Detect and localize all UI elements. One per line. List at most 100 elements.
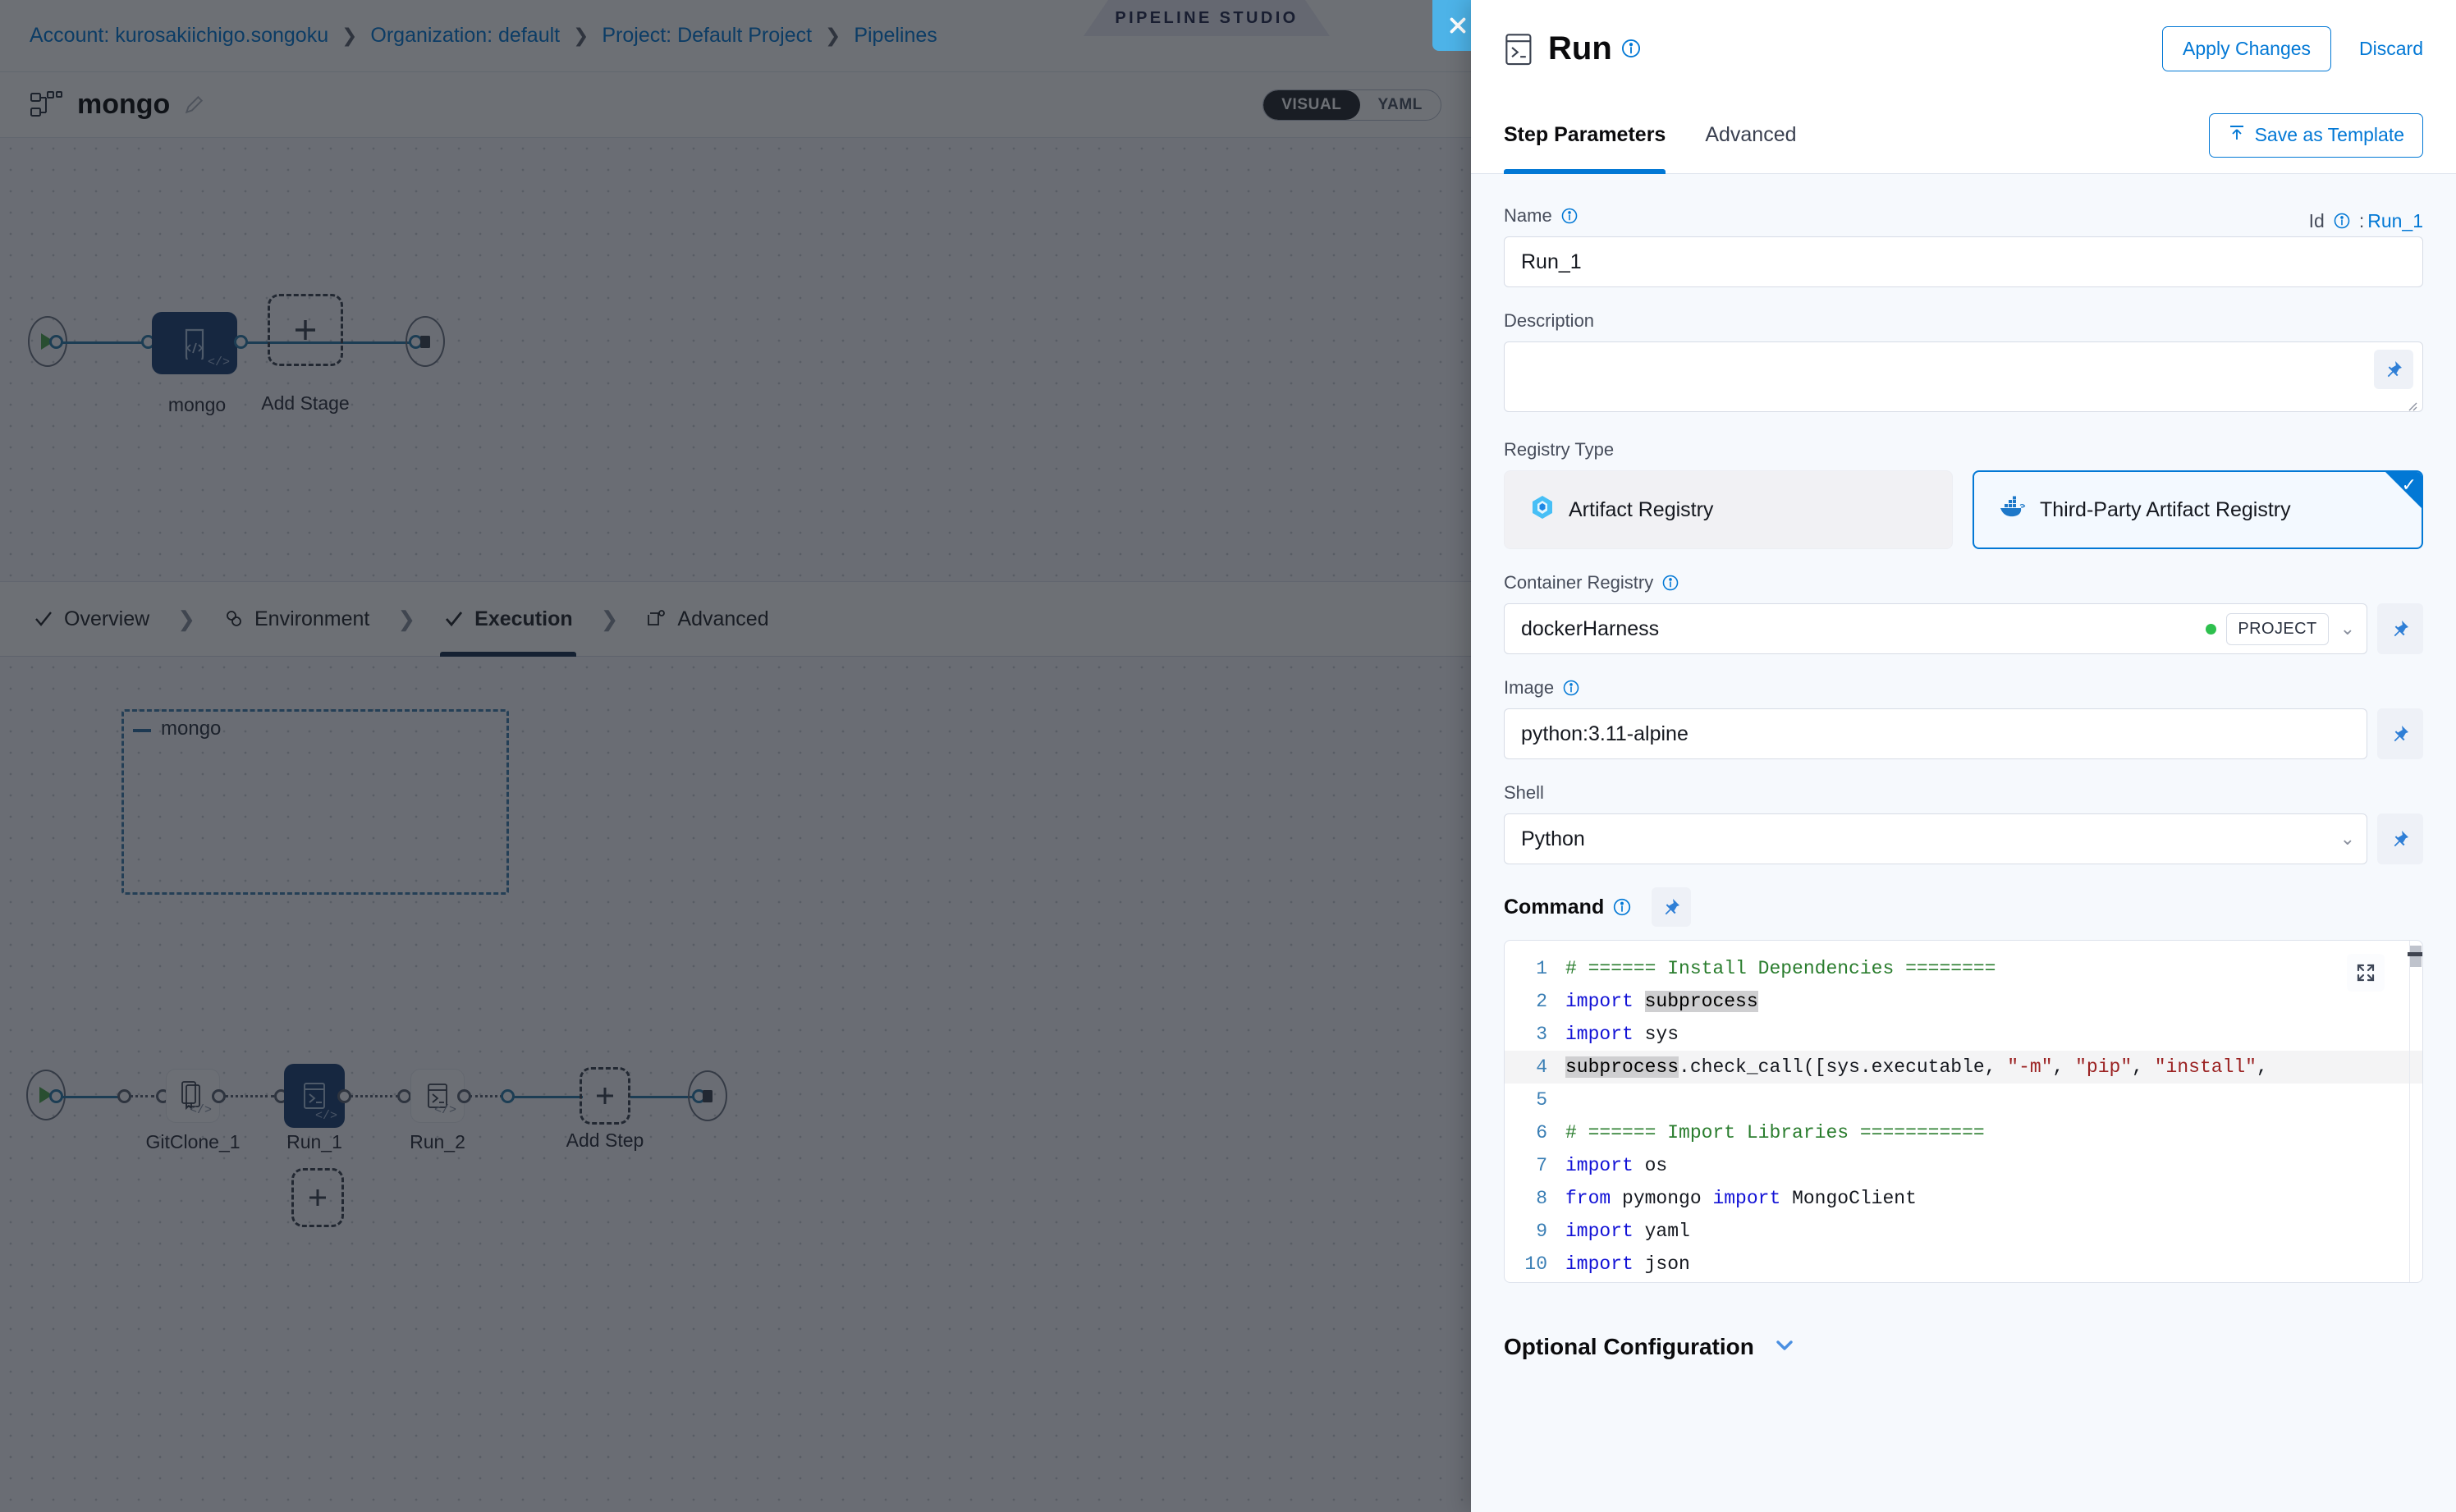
image-input[interactable] (1504, 708, 2367, 759)
container-registry-row: PROJECT ⌄ (1504, 603, 2423, 654)
textarea-resize-handle[interactable] (2406, 400, 2417, 411)
step-label-run-1: Run_1 (286, 1131, 342, 1152)
code-token: , (2052, 1056, 2076, 1078)
info-icon[interactable] (1661, 574, 1679, 592)
execution-canvas[interactable]: mongo </> (0, 657, 1471, 1512)
toggle-yaml[interactable]: YAML (1377, 95, 1423, 113)
editor-vertical-scrollbar[interactable] (2408, 941, 2422, 1282)
description-pin-button[interactable] (2374, 350, 2413, 389)
code-line-text: from pymongo import MongoClient (1565, 1182, 2422, 1215)
edge-addstage-to-end (343, 341, 414, 344)
optional-configuration-toggle[interactable]: Optional Configuration (1504, 1306, 2423, 1360)
image-pin-button[interactable] (2377, 708, 2423, 759)
chevron-down-icon[interactable] (1772, 1337, 1797, 1358)
stage-tab-advanced-label: Advanced (677, 607, 769, 630)
name-label: Name (1504, 205, 1552, 226)
page-title: mongo (77, 89, 171, 120)
code-token: import (1565, 1024, 1645, 1045)
stage-tab-advanced[interactable]: Advanced (643, 581, 772, 657)
stage-canvas[interactable]: </> mongo Add Stage (0, 138, 1471, 581)
shell-row: ⌄ (1504, 813, 2423, 864)
stage-config-tabs[interactable]: Overview ❯ Environment ❯ Execution ❯ (0, 581, 1471, 657)
step-node-run-1[interactable]: </> (284, 1064, 345, 1128)
pipeline-title-bar: mongo VISUAL YAML (0, 72, 1471, 138)
edge-group-to-gitclone (130, 1095, 154, 1097)
collapse-group-icon[interactable] (133, 729, 151, 732)
registry-option-artifact-registry-label: Artifact Registry (1569, 497, 1714, 521)
container-registry-pin-button[interactable] (2377, 603, 2423, 654)
shell-label: Shell (1504, 782, 1544, 803)
edge-run2-to-groupend (470, 1095, 502, 1097)
visual-yaml-toggle[interactable]: VISUAL YAML (1262, 89, 1441, 121)
code-token: import (1565, 1221, 1645, 1242)
tab-advanced[interactable]: Advanced (1705, 123, 1797, 146)
name-input[interactable] (1504, 236, 2423, 287)
shell-pin-button[interactable] (2377, 813, 2423, 864)
stage-tab-overview[interactable]: Overview (30, 581, 153, 657)
code-line[interactable]: 1# ====== Install Dependencies ======== (1505, 952, 2422, 985)
registry-option-artifact-registry[interactable]: Artifact Registry (1504, 470, 1953, 549)
container-registry-input[interactable] (1521, 616, 2206, 641)
editor-scroll-thumb[interactable] (2410, 946, 2422, 967)
shell-select[interactable]: ⌄ (1504, 813, 2367, 864)
editor-scroll-thumb-marker[interactable] (2408, 952, 2422, 956)
command-label-wrap: Command (1504, 896, 1632, 919)
breadcrumb-item-pipelines[interactable]: Pipelines (854, 24, 937, 47)
chevron-down-icon[interactable]: ⌄ (2339, 828, 2355, 849)
advanced-icon (646, 608, 667, 630)
container-registry-select[interactable]: PROJECT ⌄ (1504, 603, 2367, 654)
name-label-wrap: Name (1504, 205, 1579, 227)
code-line-text: import yaml (1565, 1215, 2422, 1248)
discard-button[interactable]: Discard (2359, 37, 2423, 59)
stage-tab-execution[interactable]: Execution (440, 581, 577, 657)
breadcrumb-separator-icon: ❯ (573, 25, 589, 46)
stage-node-mongo[interactable]: </> (152, 312, 237, 374)
pipeline-studio-ribbon: PIPELINE STUDIO (1084, 0, 1330, 36)
shell-input[interactable] (1521, 827, 2329, 851)
breadcrumb-item-project[interactable]: Project: Default Project (602, 24, 813, 47)
code-line[interactable]: 6# ====== Import Libraries =========== (1505, 1116, 2422, 1149)
description-label: Description (1504, 310, 1595, 331)
execution-end-node (688, 1070, 727, 1121)
scope-status-dot (2206, 623, 2217, 635)
save-as-template-button[interactable]: Save as Template (2208, 112, 2423, 158)
info-icon[interactable] (1612, 897, 1632, 917)
chevron-down-icon[interactable]: ⌄ (2339, 618, 2355, 639)
breadcrumb-item-organization[interactable]: Organization: default (370, 24, 561, 47)
add-parallel-step-button[interactable] (291, 1168, 344, 1227)
expand-editor-button[interactable] (2347, 954, 2385, 992)
field-group-name: Name Id (1504, 205, 2423, 287)
info-icon[interactable] (1620, 38, 1642, 59)
code-token: from (1565, 1188, 1623, 1209)
breadcrumb-item-account[interactable]: Account: kurosakiichigo.songoku (30, 24, 329, 47)
panel-tab-bar[interactable]: Step Parameters Advanced Save as Templat… (1471, 97, 2456, 174)
code-line-text: import subprocess (1565, 985, 2422, 1018)
description-textarea[interactable] (1504, 341, 2423, 412)
edge-group-to-addstep (514, 1096, 583, 1098)
add-step-button[interactable] (580, 1067, 630, 1125)
info-icon[interactable] (1562, 679, 1580, 697)
registry-option-third-party[interactable]: Third-Party Artifact Registry ✓ (1973, 470, 2423, 549)
info-icon[interactable] (1560, 207, 1579, 225)
toggle-visual[interactable]: VISUAL (1263, 89, 1360, 120)
apply-changes-button[interactable]: Apply Changes (2162, 25, 2332, 71)
command-code-editor[interactable]: 1# ====== Install Dependencies ========2… (1504, 940, 2423, 1283)
info-icon[interactable] (2333, 212, 2351, 230)
code-line[interactable]: 5 (1505, 1084, 2422, 1116)
code-lines[interactable]: 1# ====== Install Dependencies ========2… (1505, 941, 2422, 1282)
stage-tab-environment[interactable]: Environment (220, 581, 373, 657)
edge-gitclone-to-run1 (225, 1095, 274, 1097)
code-token: os (1644, 1155, 1668, 1176)
tab-step-parameters[interactable]: Step Parameters (1504, 97, 1666, 174)
add-stage-button[interactable] (268, 294, 343, 366)
command-pin-button[interactable] (1652, 887, 1692, 927)
group-out-port (501, 1089, 515, 1103)
edit-pencil-icon[interactable] (183, 94, 204, 116)
